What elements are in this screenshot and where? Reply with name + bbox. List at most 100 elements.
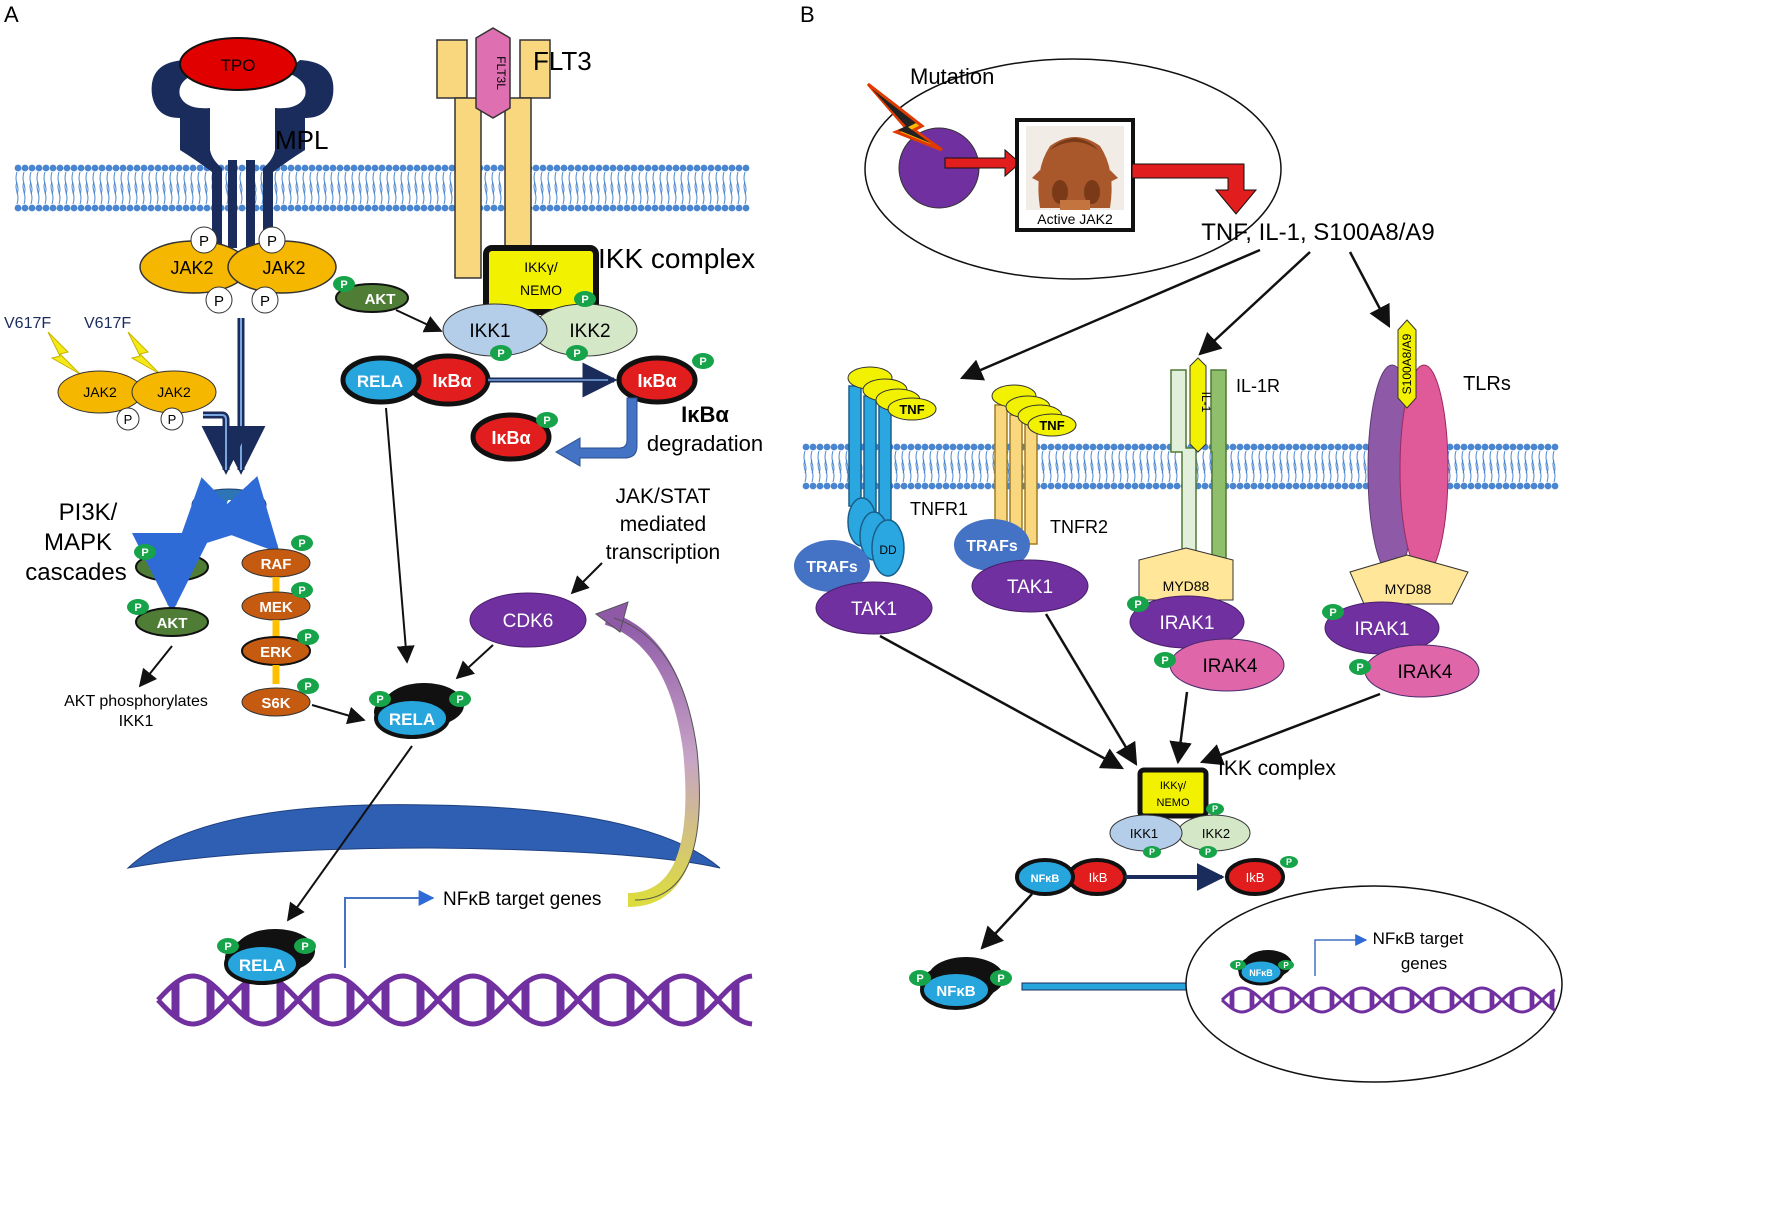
arrow-akt-phosphorylates — [138, 645, 173, 688]
nfkb-active-dimer: NFκB P P — [909, 957, 1012, 1010]
phospho-label: P — [376, 694, 383, 706]
ikk-gamma-line2: NEMO — [520, 282, 562, 298]
ikba-degraded-label: IκBα — [491, 428, 530, 448]
tak1-node-1 — [815, 581, 933, 635]
arrow-nfkb-release — [980, 893, 1033, 950]
myd88-node-2 — [1349, 554, 1469, 605]
ikk1-label-a: IKK1 — [469, 321, 510, 342]
phospho-label: P — [699, 356, 706, 368]
v617f-label-2: V617F — [84, 315, 131, 332]
arrow-jak2-cytokines — [1131, 163, 1258, 215]
ikba-bound-label: IκBα — [432, 371, 471, 391]
myd88-label-2: MYD88 — [1385, 581, 1432, 597]
irak4-label-2: IRAK4 — [1398, 662, 1453, 683]
akt-label: AKT — [157, 615, 188, 632]
s100-label: S100A8/A9 — [1400, 333, 1414, 394]
arrow-genes-cdk6 — [604, 611, 700, 907]
nfkb-nuclear-label: NFκB — [1249, 968, 1273, 978]
phospho-label: P — [301, 941, 308, 953]
ikk-gamma-nemo-box — [483, 245, 599, 315]
nfkb-nuclear-dimer: NFκB P P — [1230, 950, 1294, 986]
phospho-label: P — [1161, 655, 1168, 667]
tnfr1-receptor — [847, 385, 905, 577]
arrow-ras-pi3k — [174, 477, 252, 554]
tnf-trimer-2 — [991, 384, 1077, 437]
janus-head-image — [1026, 126, 1124, 210]
cell-membrane-a — [14, 164, 750, 212]
panel-label-a: A — [4, 2, 19, 27]
trafs-label-2: TRAFs — [966, 538, 1018, 555]
pi3k-mapk-line3: cascades — [25, 559, 126, 586]
rela-bound — [340, 355, 422, 405]
cdk6-label: CDK6 — [503, 611, 554, 632]
ikba-degradation-line1: IκBα — [681, 402, 729, 427]
ikba-degraded — [470, 412, 552, 462]
rela-bound-label: RELA — [357, 372, 403, 391]
tpo-label: TPO — [221, 56, 256, 75]
phospho-label: P — [304, 632, 311, 644]
mek-label: MEK — [259, 599, 293, 616]
ikk1-label-b: IKK1 — [1130, 826, 1158, 841]
ikk-gamma-line1-b: IKKγ/ — [1160, 780, 1187, 792]
ikk-gamma-nemo-box-b — [1137, 767, 1209, 819]
jakstat-line2: mediated — [620, 513, 706, 536]
jak2-mutant-right-label: JAK2 — [157, 384, 191, 400]
phospho-label: P — [1134, 599, 1141, 611]
pi3k-mapk-line1: PI3K/ — [59, 499, 118, 526]
myd88-label-1: MYD88 — [1163, 578, 1210, 594]
arrow-to-tnf — [959, 248, 1261, 381]
tlrs-label: TLRs — [1463, 373, 1511, 395]
arrow-mutation-jak2 — [944, 148, 1021, 178]
arrow-rela-release — [385, 407, 415, 664]
tak1-node-2 — [971, 559, 1089, 613]
nfkb-active-label: NFκB — [936, 983, 975, 1000]
jak2-right-label: JAK2 — [262, 258, 305, 278]
ikk-complex-label-a: IKK complex — [598, 243, 755, 274]
irak4-label-1: IRAK4 — [1203, 656, 1258, 677]
pi3k-mapk-line2: MAPK — [44, 529, 112, 556]
tnfr2-receptor — [994, 404, 1038, 546]
phospho-label: P — [298, 585, 305, 597]
arrow-irak-ikk-2 — [1199, 692, 1381, 766]
tnf-trimer-1 — [847, 366, 937, 421]
mpl-receptor — [151, 60, 334, 248]
phospho-label: P — [1329, 607, 1336, 619]
phospho-label: P — [168, 412, 177, 427]
arrow-jakstat-cdk6 — [570, 562, 603, 595]
arrow-rela-nucleus — [286, 745, 413, 922]
jakstat-line1: JAK/STAT — [616, 485, 711, 508]
tnf-label-1: TNF — [899, 402, 924, 417]
ikba-free-label: IκBα — [637, 371, 676, 391]
nfkb-bound-label: NFκB — [1031, 873, 1060, 885]
phospho-label: P — [124, 412, 133, 427]
dna-helix-a — [156, 973, 753, 1027]
jak2-mutant-left-label: JAK2 — [83, 384, 117, 400]
jak2-phospho-group: P P P P — [190, 226, 286, 314]
phospho-label: P — [456, 694, 463, 706]
phospho-label: P — [997, 973, 1004, 985]
il1-label: IL-1 — [1199, 392, 1213, 413]
ikba-free — [616, 355, 698, 405]
lightning-bolt-icon — [127, 331, 161, 375]
arrow-s6k-rela — [311, 704, 366, 725]
cytokines-label: TNF, IL-1, S100A8/A9 — [1201, 219, 1434, 246]
lightning-bolt-icon — [47, 331, 81, 375]
v617f-label-1: V617F — [4, 315, 51, 332]
arrow-tak1-ikk-1 — [879, 634, 1124, 770]
mpl-label: MPL — [275, 125, 328, 155]
dna-helix-b — [1220, 986, 1556, 1014]
phospho-label: P — [134, 602, 141, 614]
arrow-akt-ikk1 — [395, 309, 443, 333]
tak1-label-1: TAK1 — [851, 599, 897, 620]
ikk-phospho-group-b: P P P — [1143, 803, 1224, 858]
phospho-label: P — [543, 415, 550, 427]
ikk2-label-b: IKK2 — [1202, 826, 1230, 841]
phospho-label: P — [1149, 847, 1155, 857]
mutation-label: Mutation — [910, 64, 994, 89]
nuclear-envelope — [126, 804, 721, 869]
cdk6-node — [469, 592, 587, 648]
pi3k-label: PI3K — [155, 560, 189, 577]
tpo-ligand — [179, 37, 297, 91]
akt-node-ikk — [335, 283, 409, 313]
